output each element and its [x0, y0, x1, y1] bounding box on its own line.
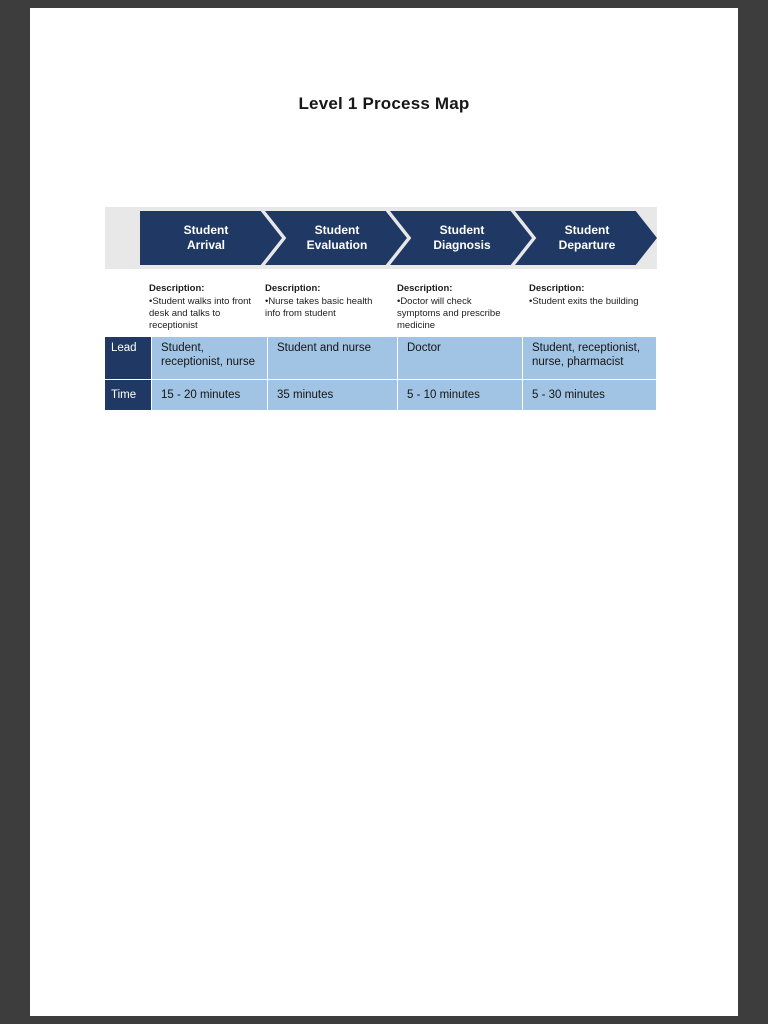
chevron-label-line: Student: [314, 223, 360, 237]
chevron-band: Student Arrival Student Evaluation Stude…: [105, 207, 657, 269]
row-label-time: Time: [105, 380, 152, 411]
description-heading: Description:: [149, 283, 205, 294]
chevron-label-line: Student: [564, 223, 610, 237]
description-text: •Nurse takes basic health info from stud…: [265, 296, 373, 319]
chevron-label-line: Departure: [558, 238, 616, 252]
document-page: Level 1 Process Map Student Arrival Stud…: [30, 8, 738, 1016]
description-text: •Student walks into front desk and talks…: [149, 296, 252, 331]
lead-time-table: Lead Student, receptionist, nurse Studen…: [105, 337, 657, 411]
lead-cell-arrival: Student, receptionist, nurse: [152, 337, 268, 380]
description-heading: Description:: [397, 283, 453, 294]
time-cell-diagnosis: 5 - 10 minutes: [398, 380, 523, 411]
description-row: Description: •Student walks into front d…: [105, 283, 657, 335]
page-title: Level 1 Process Map: [298, 94, 470, 113]
lead-cell-departure: Student, receptionist, nurse, pharmacist: [523, 337, 657, 380]
description-student-evaluation: Description: •Nurse takes basic health i…: [265, 283, 383, 320]
lead-cell-evaluation: Student and nurse: [268, 337, 398, 380]
description-student-departure: Description: •Student exits the building: [529, 283, 639, 308]
lead-cell-diagnosis: Doctor: [398, 337, 523, 380]
description-text: •Doctor will check symptoms and prescrib…: [397, 296, 501, 331]
description-student-arrival: Description: •Student walks into front d…: [149, 283, 261, 332]
chevron-label-line: Student: [439, 223, 485, 237]
description-heading: Description:: [529, 283, 585, 294]
description-student-diagnosis: Description: •Doctor will check symptoms…: [397, 283, 501, 332]
chevron-student-departure: Student Departure: [515, 211, 657, 265]
row-label-lead: Lead: [105, 337, 152, 380]
chevron-student-arrival: Student Arrival: [140, 211, 282, 265]
chevron-label-line: Student: [183, 223, 229, 237]
process-map-diagram: Student Arrival Student Evaluation Stude…: [105, 207, 657, 419]
time-cell-arrival: 15 - 20 minutes: [152, 380, 268, 411]
chevron-label-line: Evaluation: [306, 238, 368, 252]
chevron-label-line: Diagnosis: [433, 238, 491, 252]
chevron-student-diagnosis: Student Diagnosis: [390, 211, 532, 265]
chevron-student-evaluation: Student Evaluation: [265, 211, 407, 265]
description-text: •Student exits the building: [529, 296, 639, 307]
description-heading: Description:: [265, 283, 321, 294]
time-cell-departure: 5 - 30 minutes: [523, 380, 657, 411]
time-cell-evaluation: 35 minutes: [268, 380, 398, 411]
chevron-label-line: Arrival: [186, 238, 226, 252]
